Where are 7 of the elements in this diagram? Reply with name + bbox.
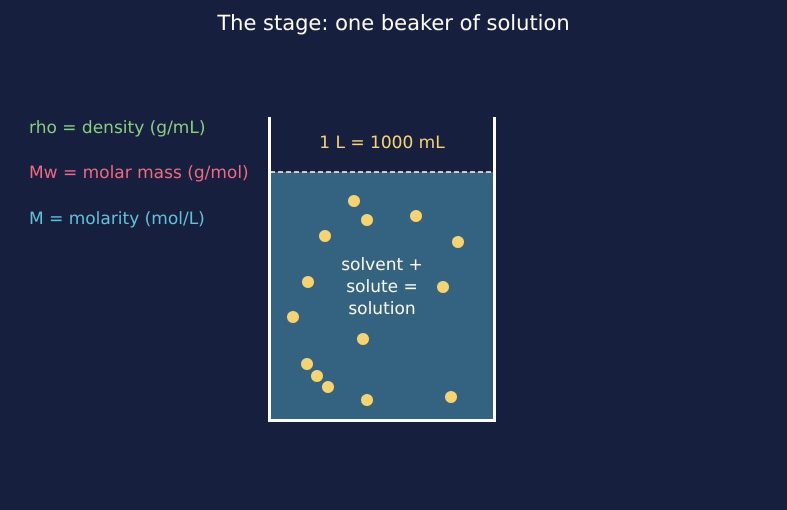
beaker: [268, 117, 496, 422]
definition-text: Mw = molar mass (g/mol): [29, 163, 249, 183]
title: The stage: one beaker of solution: [216, 11, 571, 35]
volume-label: 1 L = 1000 mL: [319, 132, 445, 154]
definition-text: rho = density (g/mL): [29, 118, 206, 138]
definition-text: M = molarity (mol/L): [29, 209, 205, 229]
solution-label: solvent + solute = solution: [340, 254, 424, 320]
